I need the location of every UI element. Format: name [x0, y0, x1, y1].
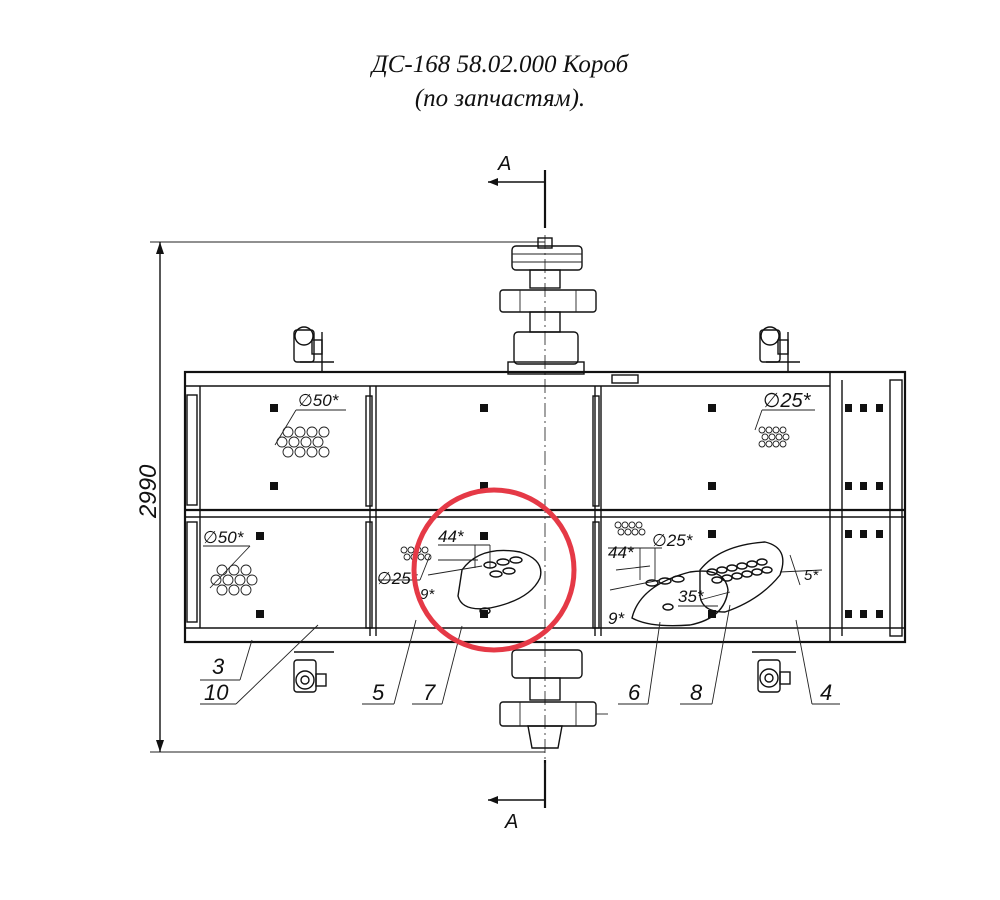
title-line-2: (по запчастям).	[414, 85, 586, 112]
dim-44-right: 44*	[608, 543, 635, 562]
holes-d25-top-right	[758, 426, 790, 448]
dim-d50-left: ∅50*	[203, 528, 245, 547]
title-line-1: ДС-168 58.02.000 Короб	[371, 51, 629, 78]
part-number-8: 8	[690, 680, 703, 705]
patch-part-6	[631, 570, 729, 627]
support-bottom-left	[293, 651, 334, 693]
holes-d25-right	[614, 521, 646, 536]
section-letter-bottom: А	[504, 811, 518, 833]
bottom-drive-assembly	[499, 649, 608, 749]
dim-d25-mid: ∅25*	[377, 569, 419, 588]
dim-d50-top: ∅50*	[298, 391, 340, 410]
overall-dimension: 2990	[135, 241, 545, 753]
part-number-10: 10	[204, 680, 229, 705]
part-number-3: 3	[212, 654, 225, 679]
box-frame	[183, 370, 907, 644]
dim-d25-top-right: ∅25*	[763, 390, 812, 412]
patch-part-7	[457, 549, 542, 615]
dimension-2990-label: 2990	[135, 464, 162, 519]
part-number-6: 6	[628, 680, 641, 705]
support-top-right	[759, 326, 800, 372]
dim-35-right: 35*	[678, 587, 705, 606]
highlight-circle	[411, 487, 577, 653]
dimension-leaders	[203, 409, 823, 607]
support-bottom-right	[752, 651, 796, 693]
dim-5-right: 5*	[804, 567, 819, 584]
dim-d25-right: ∅25*	[652, 531, 694, 550]
support-top-left	[293, 326, 334, 372]
holes-d50-top	[276, 426, 330, 458]
dim-9-mid: 9*	[420, 586, 435, 603]
patch-part-8	[699, 541, 784, 613]
part-leaders	[200, 604, 840, 705]
part-number-7: 7	[423, 680, 436, 705]
dim-9-right: 9*	[608, 609, 625, 628]
section-letter-top: А	[497, 153, 511, 175]
section-mark-bottom: А	[488, 760, 547, 833]
part-number-4: 4	[820, 680, 832, 705]
top-drive-assembly	[499, 237, 597, 375]
drawing-title: ДС-168 58.02.000 Короб (по запчастям).	[0, 48, 1000, 116]
holes-d50-left	[210, 564, 258, 596]
section-mark-top: А	[488, 153, 547, 228]
dim-44-mid: 44*	[438, 527, 465, 546]
part-number-5: 5	[372, 680, 385, 705]
